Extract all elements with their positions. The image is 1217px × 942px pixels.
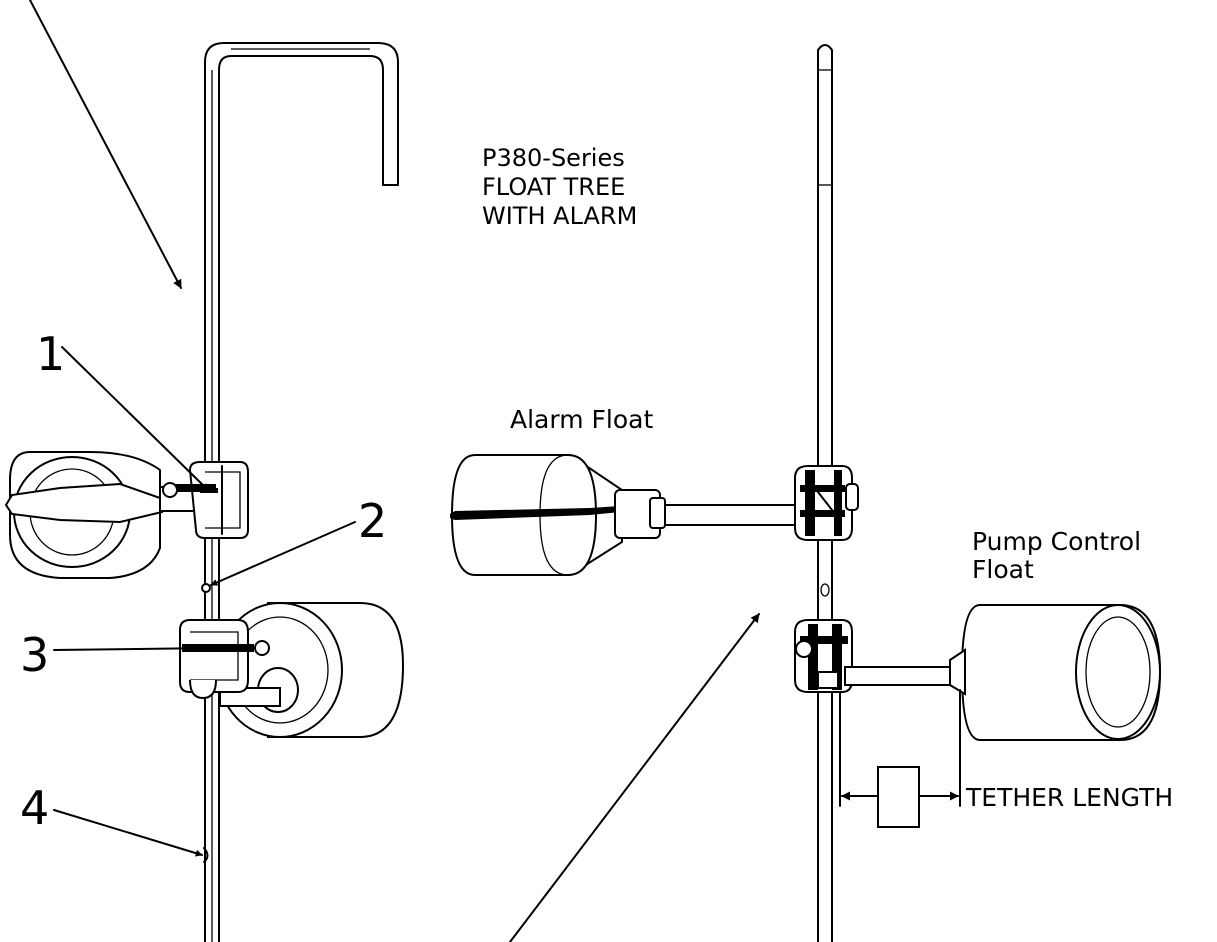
callout-3: 3 (20, 628, 215, 682)
left-assembly (4, 0, 405, 942)
pump-control-float-label: Pump Control Float (972, 527, 1141, 584)
label-line: Pump Control (972, 527, 1141, 556)
upper-clamp-left (162, 461, 249, 539)
callout-number: 4 (20, 781, 49, 835)
alarm-float-label: Alarm Float (510, 405, 653, 434)
alarm-clamp (794, 465, 859, 541)
label-line: Float (972, 555, 1034, 584)
title-line: WITH ALARM (482, 202, 637, 230)
pipe-pointer-arrow (509, 613, 760, 942)
callout-4: 4 (20, 781, 203, 857)
alarm-float (450, 454, 816, 576)
right-assembly: TETHER LENGTH (450, 44, 1173, 942)
callout-number: 3 (20, 628, 49, 682)
lower-clamp-left (179, 619, 270, 700)
title-line: P380-Series (482, 144, 625, 172)
callout-number: 2 (358, 494, 387, 548)
callout-1: 1 (36, 327, 209, 491)
pipe-groove (203, 847, 209, 863)
callout-2: 2 (210, 494, 387, 586)
callout-number: 1 (36, 327, 65, 381)
float-tree-pipe (817, 44, 833, 942)
tether-length-dimension: TETHER LENGTH (839, 689, 1173, 828)
pump-clamp (794, 619, 853, 693)
stop-pin (201, 583, 211, 593)
tether-length-label: TETHER LENGTH (965, 783, 1173, 812)
pipe-pointer-arrow (29, 0, 182, 289)
diagram-title: P380-Series FLOAT TREE WITH ALARM (482, 144, 637, 230)
pump-control-float (844, 604, 1162, 741)
title-line: FLOAT TREE (482, 173, 625, 201)
